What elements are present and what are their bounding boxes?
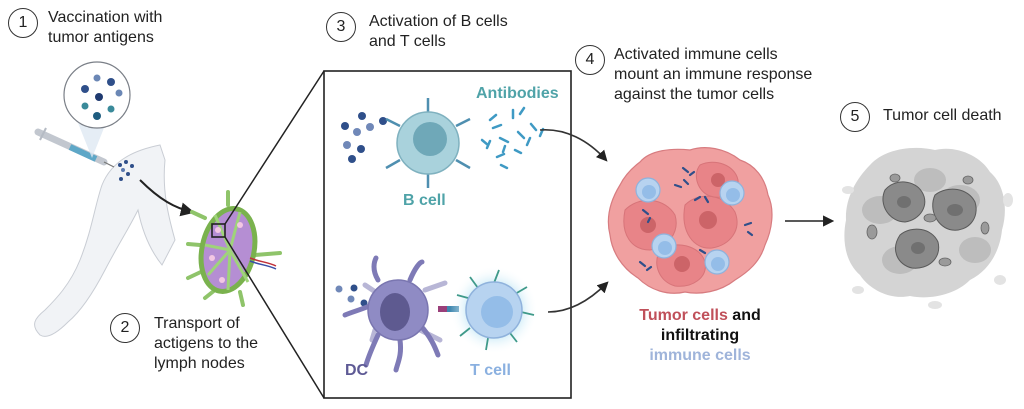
b-cell-antigens — [341, 112, 387, 163]
step-1-line-1: Vaccination with — [48, 9, 163, 26]
b-cell-label: B cell — [403, 192, 446, 209]
step-3-badge: 3 — [326, 12, 356, 42]
arrow-tcell-to-tumor — [547, 281, 609, 313]
step-4-line-1: Activated immune cells — [614, 46, 778, 63]
step-4-line-3: against the tumor cells — [614, 86, 775, 103]
zoom-region-box — [211, 223, 226, 238]
step-2-title: Transport of actigens to the lymph nodes — [154, 314, 258, 374]
b-cell-icon — [385, 98, 471, 188]
tumor-cluster-icon — [607, 147, 773, 294]
zoom-line-top — [224, 70, 325, 225]
dc-antigens — [335, 284, 368, 307]
infiltrating-text: infiltrating — [660, 327, 740, 344]
immune-cells-text: immune cells — [649, 347, 751, 364]
syringe-icon — [34, 127, 115, 168]
antibodies-label: Antibodies — [476, 85, 559, 102]
antigen-magnifier — [63, 61, 131, 129]
step-1-badge: 1 — [8, 8, 38, 38]
step-3-title: Activation of B cells and T cells — [369, 12, 508, 52]
step-3-line-1: Activation of B cells — [369, 13, 508, 30]
step-2-line-1: Transport of — [154, 315, 240, 332]
step-5-badge: 5 — [840, 102, 870, 132]
step-4-line-2: mount an immune response — [614, 66, 813, 83]
step-1-title: Vaccination with tumor antigens — [48, 8, 162, 48]
dc-label: DC — [345, 362, 369, 379]
arrow-to-lymph-node — [139, 179, 195, 217]
step-2-line-2: actigens to the — [154, 335, 259, 352]
step-2-badge: 2 — [110, 313, 140, 343]
antibodies-icon — [480, 106, 545, 170]
dendritic-cell-icon — [342, 255, 448, 373]
arm-illustration — [34, 144, 176, 337]
step-2-line-3: lymph nodes — [154, 355, 245, 372]
arrow-antibodies-to-tumor — [539, 129, 608, 162]
tumor-caption: Tumor cells and infiltrating immune cell… — [600, 306, 800, 366]
t-cell-icon — [456, 269, 535, 351]
and-text: and — [727, 307, 761, 324]
tumor-cells-text: Tumor cells — [639, 307, 728, 324]
injection-antigens — [118, 160, 134, 181]
step-4-badge: 4 — [575, 45, 605, 75]
t-cell-label: T cell — [470, 362, 511, 379]
step-1-line-2: tumor antigens — [48, 29, 154, 46]
dead-tumor-cluster-icon — [842, 147, 1013, 309]
zoom-line-bottom — [224, 236, 325, 399]
step-4-title: Activated immune cells mount an immune r… — [614, 45, 812, 105]
step-3-line-2: and T cells — [369, 33, 446, 50]
lymph-node-icon — [186, 190, 282, 307]
tumor-caption-line-1: Tumor cells and — [600, 306, 800, 326]
step-5-title: Tumor cell death — [883, 107, 1002, 124]
